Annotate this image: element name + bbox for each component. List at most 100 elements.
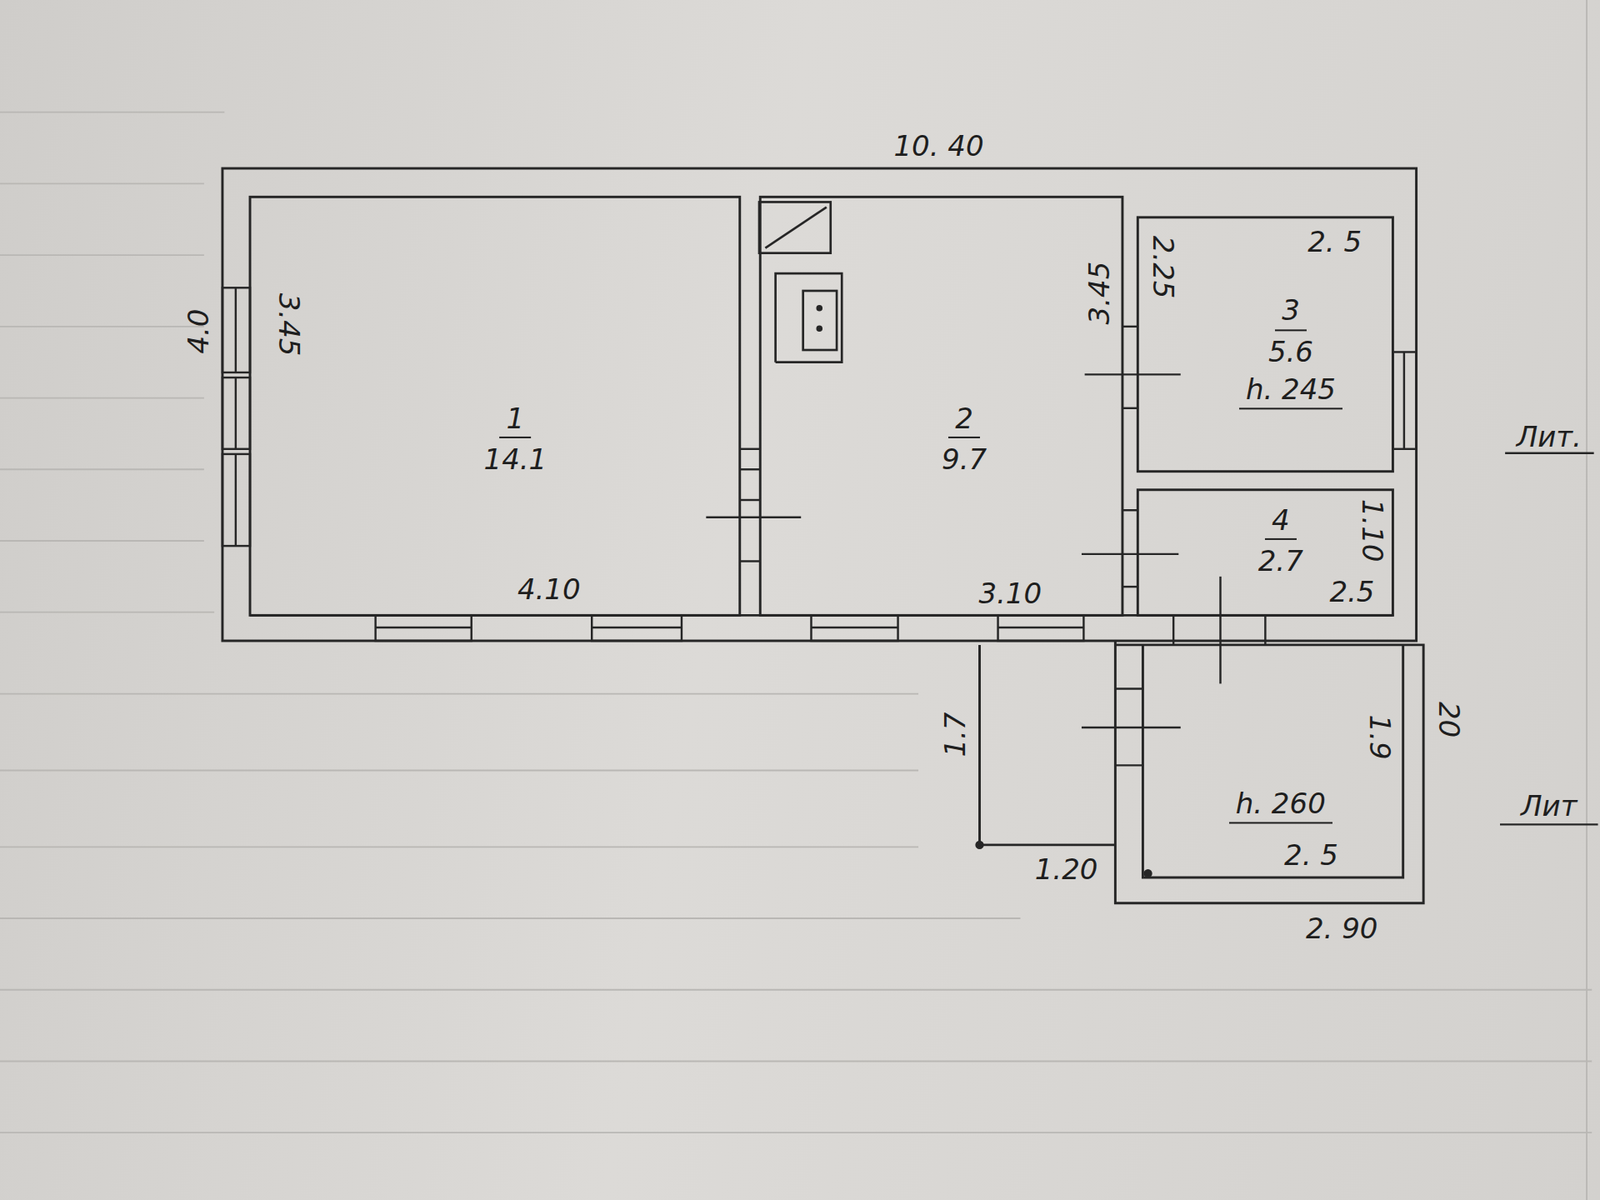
window-symbols-part — [810, 626, 898, 629]
door-marks — [705, 374, 1220, 728]
room-area: 9.7 — [941, 443, 987, 476]
dimension-label: 1.9 — [1363, 714, 1396, 760]
room-number: 2 — [948, 401, 980, 438]
room-label: 29.7 — [941, 401, 987, 475]
partition-hatch-part — [1115, 687, 1143, 690]
form-rules-part — [0, 182, 205, 185]
stove-symbol-part — [775, 273, 843, 363]
form-rules-part — [1585, 0, 1588, 1200]
form-rules-part — [0, 397, 205, 400]
stove-symbol-part — [817, 326, 822, 331]
window-symbols-part — [235, 287, 237, 373]
form-rules-part — [0, 1131, 1592, 1134]
partition-hatch — [740, 326, 1144, 766]
dimension-label: 4.10 — [517, 573, 581, 606]
window-symbols-part — [810, 615, 898, 641]
form-rules-part — [0, 845, 919, 848]
house-walls-part — [250, 196, 740, 615]
dimension-label: 3.45 — [1083, 261, 1116, 325]
window-symbols-part — [1403, 351, 1405, 449]
window-symbols-part — [222, 287, 250, 373]
dimension-label: 3.45 — [272, 293, 305, 357]
annex-walls-part — [1115, 640, 1424, 904]
house-walls-part — [1137, 490, 1393, 616]
form-rules-part — [0, 917, 1020, 920]
form-rules-part — [0, 1060, 1592, 1063]
window-symbols-part — [591, 626, 682, 629]
dimension-label: 1.10 — [1355, 499, 1389, 563]
room-number: 1 — [500, 401, 532, 438]
dimension-label: 2. 5 — [1307, 225, 1362, 259]
window-symbols-part — [235, 377, 237, 450]
dimension-label: Лит — [1520, 790, 1577, 823]
dimension-label: 20 — [1432, 701, 1465, 738]
partition-hatch-part — [1122, 585, 1138, 588]
door-marks-part — [1081, 726, 1181, 729]
partition-hatch-part — [1122, 509, 1138, 511]
dimension-label: 3.10 — [978, 577, 1042, 610]
room-label: 3 5.6 h. 245 — [1239, 295, 1343, 410]
window-symbols-part — [998, 626, 1085, 629]
form-rules-part — [0, 770, 919, 772]
door-marks-part — [1219, 576, 1221, 685]
partition-hatch-part — [740, 560, 760, 562]
house-walls-part — [760, 196, 1123, 615]
window-symbols-part — [222, 377, 250, 450]
window-symbols-part — [1392, 351, 1416, 449]
dimension-label: 1.7 — [940, 712, 973, 758]
lit-underlines-part — [1500, 823, 1599, 825]
room-area: 14.1 — [484, 443, 548, 476]
room-number: 4 — [1265, 504, 1297, 540]
partition-hatch-part — [1115, 764, 1143, 766]
annex-walls-part — [980, 645, 1116, 845]
window-symbols-part — [1264, 615, 1266, 645]
stove-symbol-part — [765, 207, 826, 249]
window-symbols — [222, 287, 1417, 645]
window-symbols-part — [591, 615, 682, 641]
door-marks-part — [1085, 373, 1181, 375]
room-area: 5.6 — [1268, 335, 1314, 369]
stove-symbol — [759, 201, 842, 362]
house-walls — [222, 168, 1417, 641]
room-label: 42.7 — [1258, 504, 1304, 578]
window-symbols-part — [375, 615, 472, 641]
house-walls-part — [222, 168, 1417, 641]
window-symbols-part — [235, 454, 237, 546]
room-label: 114.1 — [484, 401, 548, 475]
window-symbols-part — [222, 454, 250, 546]
window-symbols-part — [1172, 615, 1175, 645]
form-rules-part — [0, 468, 205, 470]
partition-hatch-part — [1122, 325, 1138, 328]
partition-hatch-part — [740, 499, 760, 501]
dimension-label: 2.25 — [1146, 235, 1180, 300]
dimension-label: 4.0 — [182, 309, 215, 355]
room-area: h. 245 — [1239, 373, 1343, 410]
stove-symbol-part — [759, 201, 831, 253]
house-walls-part — [1137, 217, 1393, 472]
room-number: 3 — [1275, 295, 1307, 331]
form-rules-part — [0, 325, 205, 328]
dimension-label: 2. 5 — [1284, 839, 1339, 872]
stove-symbol-part — [817, 305, 822, 310]
partition-hatch-part — [1122, 407, 1138, 410]
partition-hatch-part — [740, 468, 760, 470]
form-rules-part — [0, 111, 225, 114]
dimension-label: 2. 90 — [1305, 912, 1379, 945]
room-number: h. 260 — [1229, 788, 1333, 825]
room-label: h. 260 — [1229, 788, 1333, 825]
dimension-label: 1.20 — [1035, 853, 1099, 886]
room-area: 2.7 — [1258, 545, 1304, 578]
partition-hatch-part — [740, 448, 760, 450]
dimension-label: 2.5 — [1329, 575, 1375, 609]
window-symbols-part — [375, 626, 472, 629]
form-rules-part — [0, 540, 205, 542]
form-rules-part — [0, 254, 205, 256]
annex-walls-part — [1142, 645, 1403, 878]
form-rules-part — [0, 693, 919, 695]
door-marks-part — [1081, 553, 1179, 555]
dimension-label: 10. 40 — [893, 130, 984, 163]
form-rules-part — [0, 989, 1592, 991]
annex-walls — [976, 640, 1424, 904]
